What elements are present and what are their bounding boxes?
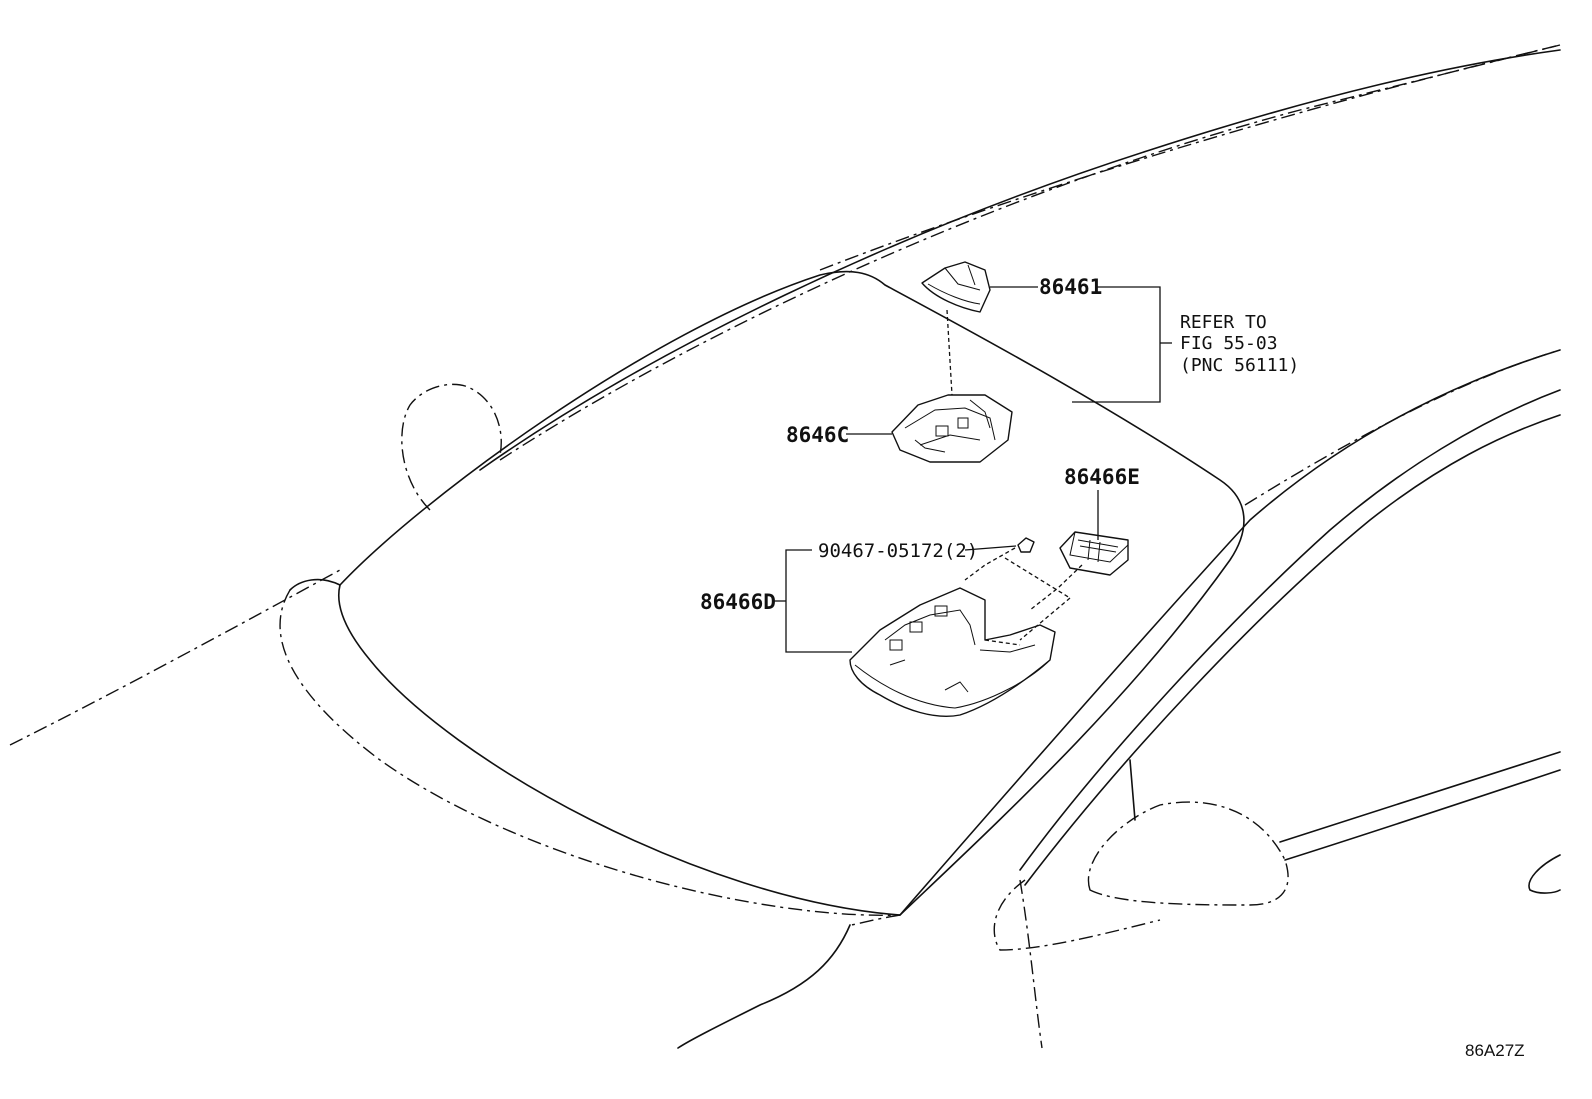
roof-line-outer — [499, 44, 1561, 461]
label-8646c: 8646C — [786, 423, 849, 447]
door-lower-dashed — [993, 879, 1161, 951]
leader-lines — [772, 286, 1172, 653]
note-line-1: REFER TO — [1180, 312, 1267, 333]
part-8646c[interactable] — [891, 394, 1013, 463]
roof-line-inner — [479, 49, 1561, 471]
mirror-right-stem — [1129, 759, 1136, 821]
mirror-right — [1087, 801, 1289, 906]
label-86466e: 86466E — [1064, 465, 1140, 489]
vehicle-outline — [9, 44, 1561, 1049]
mirror-left — [401, 383, 502, 511]
fender-dashed — [849, 914, 901, 926]
a-pillar-left — [289, 578, 341, 591]
beltline-2 — [1279, 751, 1561, 843]
label-86466d: 86466D — [700, 590, 776, 614]
door-vertical-dashed — [1019, 879, 1043, 1049]
beltline — [1284, 769, 1561, 861]
door-frame-inner — [1024, 414, 1561, 886]
door-top-dashed — [1244, 349, 1561, 506]
note-line-3: (PNC 56111) — [1180, 355, 1299, 376]
assembly-lines — [964, 547, 1083, 646]
windshield-outer — [338, 270, 1245, 916]
door-frame — [1019, 389, 1561, 871]
part-86461[interactable] — [921, 261, 991, 313]
label-90467: 90467-05172(2) — [818, 540, 978, 562]
part-86466d[interactable] — [849, 587, 1056, 717]
cowl-line — [279, 589, 901, 916]
note-line-2: FIG 55-03 — [1180, 333, 1278, 354]
assembly-line-86461 — [946, 309, 953, 396]
figure-code: 86A27Z — [1465, 1041, 1525, 1060]
hood-line — [9, 569, 341, 746]
part-90467[interactable] — [1017, 537, 1035, 553]
door-handle — [1528, 854, 1561, 894]
roof-line-mid — [819, 44, 1561, 271]
label-86461: 86461 — [1039, 275, 1102, 299]
fender-lower — [677, 924, 851, 1049]
part-86466e[interactable] — [1059, 531, 1129, 576]
a-pillar-right — [899, 349, 1561, 916]
